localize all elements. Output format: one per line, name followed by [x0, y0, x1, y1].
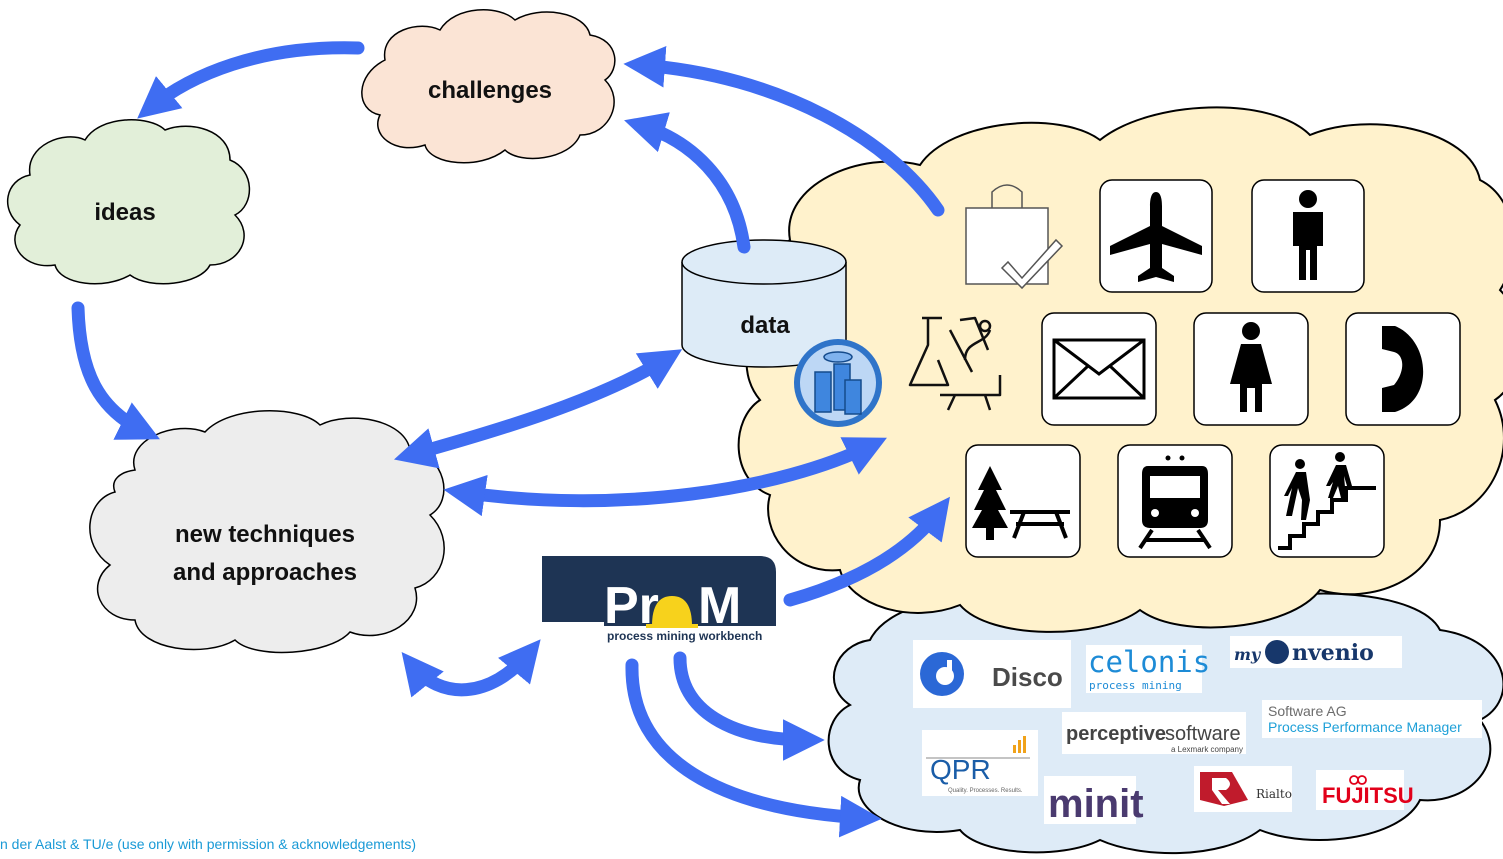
perceptive-bold-text: perceptive	[1066, 723, 1166, 745]
arrow-techniques-prom	[401, 639, 541, 698]
fujitsu-infinity-icon	[1349, 775, 1367, 785]
arrow-world-to-challenges	[623, 46, 945, 217]
ideas-cloud	[6, 119, 251, 285]
arrow-techniques-data	[393, 349, 683, 469]
techniques-cloud	[89, 410, 445, 654]
data-label: data	[740, 312, 790, 339]
prom-logo	[542, 556, 776, 646]
perceptive-logo-bg	[1062, 712, 1246, 754]
prom-name-right: M	[698, 577, 741, 635]
prom-tagline: process mining workbench	[607, 629, 762, 643]
stairs-icon	[1269, 444, 1385, 558]
train-icon	[1117, 444, 1233, 558]
ideas-label: ideas	[94, 199, 155, 226]
celonis-text: celonis	[1088, 645, 1210, 679]
perceptive-light-text: software	[1165, 723, 1241, 745]
myinvenio-logo-bg	[1230, 636, 1402, 668]
myinvenio-my-text: my	[1234, 645, 1262, 664]
techniques-label-line1: new techniques	[175, 521, 355, 548]
qpr-subtext: Quality. Processes. Results.	[948, 788, 1023, 794]
prom-name-left: Pr	[604, 577, 659, 635]
shopping-bag-check-icon	[965, 184, 1064, 290]
challenges-cloud	[361, 9, 616, 164]
arrow-prom-to-world	[783, 496, 950, 607]
challenges-label: challenges	[428, 77, 552, 104]
arrows	[71, 41, 950, 838]
minit-text: minit	[1048, 782, 1144, 826]
database-server-icon	[794, 339, 882, 427]
data-cylinder	[681, 239, 847, 368]
softwareag-line1: Software AG	[1268, 703, 1347, 719]
perceptive-subtext: a Lexmark company	[1171, 745, 1243, 754]
disco-text: Disco	[992, 662, 1063, 692]
minit-logo-bg	[1044, 776, 1136, 824]
picnic-tree-icon	[965, 444, 1081, 558]
arrow-data-to-challenges	[624, 112, 751, 254]
myinvenio-i-icon	[1265, 640, 1289, 664]
celonis-subtext: process mining	[1089, 679, 1182, 692]
arrow-ideas-to-techniques	[71, 301, 160, 440]
celonis-logo-bg	[1086, 645, 1202, 693]
rialto-text: Rialto	[1256, 787, 1292, 801]
woman-icon	[1193, 312, 1309, 426]
copyright-footer: n der Aalst & TU/e (use only with permis…	[0, 836, 417, 852]
myinvenio-text: nvenio	[1292, 640, 1374, 666]
airplane-icon	[1099, 179, 1213, 293]
telephone-icon	[1345, 312, 1461, 426]
softwareag-logo-bg	[1262, 700, 1482, 738]
lab-microscope-icon	[908, 316, 1002, 411]
arrow-prom-to-vendors-1	[673, 651, 825, 761]
disco-logo	[913, 640, 1071, 708]
arrow-techniques-world	[443, 437, 887, 517]
qpr-logo	[922, 730, 1038, 796]
man-icon	[1251, 179, 1365, 293]
rialto-logo	[1194, 766, 1292, 812]
envelope-icon	[1041, 312, 1157, 426]
qpr-text: QPR	[930, 754, 991, 785]
softwareag-line2: Process Performance Manager	[1268, 719, 1462, 735]
arrow-challenges-to-ideas	[137, 41, 365, 119]
techniques-label-line2: and approaches	[173, 559, 357, 586]
arrow-prom-to-vendors-2	[625, 658, 882, 838]
fujitsu-text: FUJITSU	[1322, 783, 1414, 808]
